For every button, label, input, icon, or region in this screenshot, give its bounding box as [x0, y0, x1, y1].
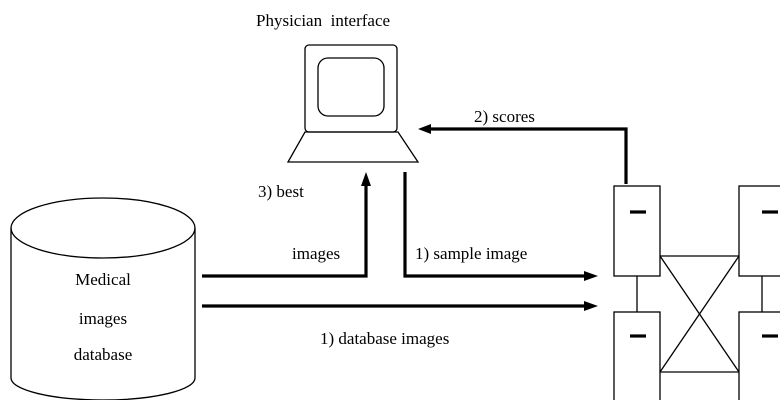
best-images-label-line1: 3) best [258, 182, 304, 201]
scores-arrow: 2) scores [418, 107, 628, 184]
arrowhead-right-icon [584, 271, 598, 281]
physician-interface-label: Physician interface [256, 11, 390, 30]
monitor-base [286, 131, 420, 163]
sample-image-arrow: 1) sample image [403, 172, 598, 281]
database-label-line1: Medical [75, 270, 131, 289]
database-images-label: 1) database images [320, 329, 449, 348]
database-images-arrow: 1) database images [202, 301, 598, 348]
database-label-line3: database [74, 345, 133, 364]
database-cylinder-top [10, 197, 196, 259]
monitor-screen [317, 57, 385, 117]
server-bottom-left [613, 311, 661, 400]
server-top-left [613, 185, 661, 277]
arrowhead-right-icon [584, 301, 598, 311]
server-bottom-right [738, 311, 780, 400]
physician-interface-computer: Physician interface [256, 11, 420, 163]
server-top-right [738, 185, 780, 277]
sample-image-label: 1) sample image [415, 244, 527, 263]
server-cluster [613, 185, 780, 400]
arrowhead-left-icon [418, 124, 431, 134]
server-interconnect [636, 255, 763, 373]
arrowhead-up-icon [361, 172, 371, 186]
medical-images-database: Medical images database [10, 197, 196, 400]
database-label-line2: images [79, 309, 127, 328]
best-images-label-line2: images [292, 244, 340, 263]
best-images-arrow: 3) best images [202, 172, 371, 278]
scores-label: 2) scores [474, 107, 535, 126]
